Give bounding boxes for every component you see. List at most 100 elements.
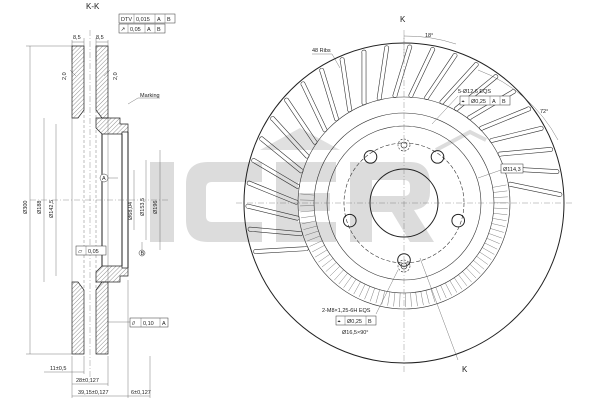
tolerance-frame-flatness: ▱ 0,05 — [75, 245, 107, 256]
dim-39: 39,15±0,127 — [78, 390, 109, 396]
svg-text:A: A — [157, 17, 161, 23]
svg-text:⌖: ⌖ — [462, 99, 465, 105]
dim-d300: Ø300 — [23, 201, 29, 214]
rib-tick — [399, 292, 401, 307]
tolerance-frame-dtv: DTV 0,015 A B — [118, 13, 176, 24]
dim-d153: Ø153,5 — [140, 198, 146, 216]
rib-tick — [302, 220, 316, 224]
rib-tick — [410, 292, 412, 307]
cooling-rib — [253, 246, 309, 255]
watermark-logo — [150, 128, 487, 242]
svg-text:B: B — [141, 251, 145, 257]
cooling-rib — [251, 158, 300, 189]
svg-text:0,015: 0,015 — [136, 17, 150, 23]
angle-18: 18° — [425, 33, 433, 39]
rib-tick — [300, 193, 315, 196]
rib-tick — [449, 280, 458, 293]
rib-tick — [492, 184, 507, 188]
cooling-rib — [284, 97, 318, 145]
rib-tick — [325, 262, 337, 272]
angle-1: 2,0 — [62, 72, 68, 80]
section-mark-k-top: K — [400, 15, 406, 24]
cooling-rib — [339, 57, 353, 113]
rib-tick — [492, 218, 507, 221]
svg-text:B: B — [157, 27, 161, 33]
rib-tick — [435, 287, 441, 301]
rib-tick — [486, 238, 500, 244]
marking-label: Marking — [140, 93, 160, 99]
rib-tick — [321, 258, 334, 268]
rib-tick — [343, 276, 352, 288]
cooling-rib — [507, 181, 563, 197]
svg-text:0,05: 0,05 — [130, 27, 141, 33]
section-title: K-K — [86, 2, 100, 11]
ribs-label: 48 Ribs — [312, 48, 331, 54]
cooling-rib — [376, 45, 390, 101]
rib-tick — [315, 249, 328, 258]
svg-text:↗: ↗ — [121, 27, 126, 33]
rib-tick — [387, 291, 390, 306]
dim-6: 6±0,127 — [131, 390, 151, 396]
cooling-rib — [479, 106, 531, 131]
rib-tick — [305, 230, 319, 236]
svg-text:A: A — [492, 99, 496, 105]
holes-5-label: 5-Ø12,6 EQS — [458, 89, 491, 95]
cooling-rib — [300, 81, 328, 133]
rib-tick — [440, 285, 447, 299]
rib-tick — [318, 254, 331, 263]
rib-tick — [493, 207, 508, 210]
section-mark-k-bottom: K — [462, 365, 468, 374]
rib-tick — [479, 251, 492, 260]
cooling-rib — [424, 53, 458, 100]
rib-tick — [307, 235, 321, 242]
cooling-rib — [497, 146, 554, 157]
dim-d196: Ø196 — [153, 201, 159, 214]
cooling-rib — [361, 49, 367, 106]
cooling-rib — [259, 136, 304, 174]
dim-11: 11±0,5 — [50, 366, 66, 372]
rib-tick — [334, 269, 344, 281]
rib-tick — [469, 264, 481, 274]
cooling-rib — [454, 74, 499, 112]
rib-tick — [425, 290, 430, 304]
rib-tick — [415, 292, 418, 307]
rib-tick — [312, 245, 325, 253]
rib-tick — [482, 247, 495, 255]
rib-tick — [458, 274, 468, 286]
svg-text:▱: ▱ — [78, 249, 83, 255]
tolerance-frame-runout: ↗ 0,05 A B — [118, 23, 166, 34]
svg-text:Ø0,25: Ø0,25 — [471, 99, 486, 105]
dim-top-1: 8,5 — [73, 35, 81, 41]
rib-tick — [375, 289, 380, 304]
dim-top-2: 8,5 — [96, 35, 104, 41]
rib-tick — [364, 286, 371, 300]
svg-text:Ø114,3: Ø114,3 — [503, 167, 521, 173]
rib-tick — [370, 288, 375, 302]
svg-text:Ø0,25: Ø0,25 — [347, 319, 362, 325]
svg-text:A: A — [162, 321, 166, 327]
cooling-rib — [392, 44, 413, 98]
rib-tick — [493, 190, 508, 193]
rib-tick — [300, 210, 315, 213]
svg-text:0,05: 0,05 — [88, 249, 99, 255]
rib-tick — [430, 288, 436, 303]
section-profile — [30, 30, 170, 380]
rib-tick — [488, 233, 502, 239]
rib-tick — [462, 271, 472, 283]
svg-text:0,10: 0,10 — [143, 321, 154, 327]
rib-tick — [473, 260, 485, 270]
rib-tick — [353, 281, 361, 295]
svg-text:DTV: DTV — [121, 17, 132, 23]
svg-text:A: A — [102, 176, 106, 182]
pos-tol-frame-2: ⌖ Ø0,25 B — [335, 315, 377, 326]
cooling-rib — [270, 116, 310, 159]
dim-d188: Ø188 — [37, 201, 43, 214]
cooling-rib — [246, 180, 299, 205]
rib-tick — [301, 215, 315, 219]
thread-label: 2-M8×1,25-6H EQS — [322, 308, 371, 314]
rib-tick — [445, 282, 452, 296]
rib-tick — [491, 223, 506, 227]
angle-72: 72° — [540, 109, 548, 115]
